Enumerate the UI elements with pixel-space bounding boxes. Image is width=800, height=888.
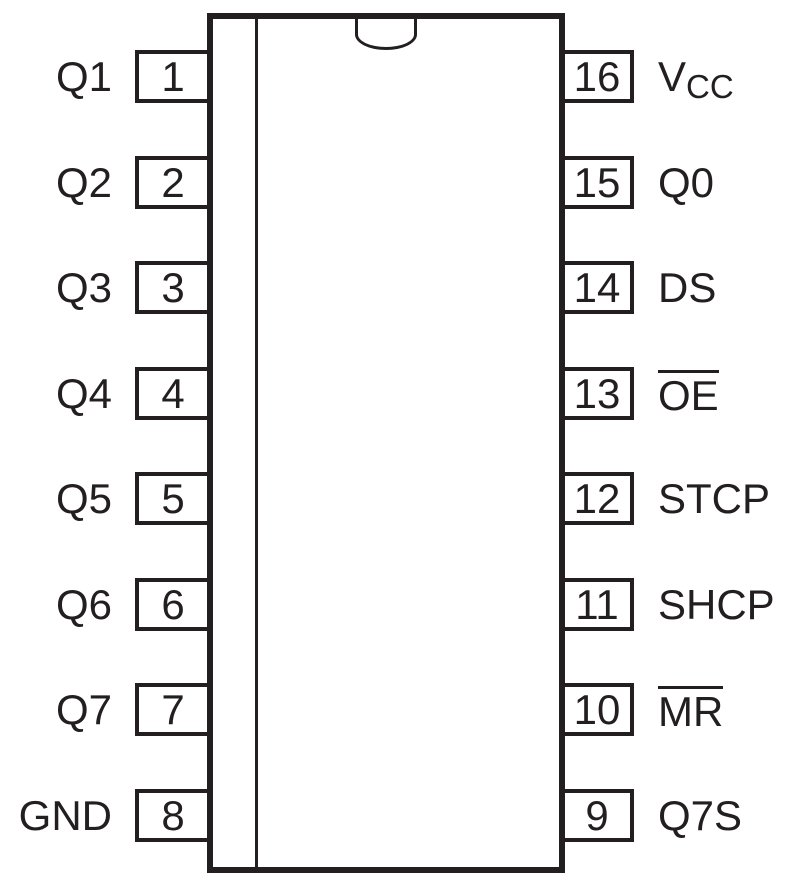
pin-row: 15 Q0 <box>0 156 800 209</box>
pin-label-text: Q4 <box>55 369 112 417</box>
pin-number: 14 <box>573 263 621 311</box>
pin-label-text: V <box>658 52 687 100</box>
pin-number: 11 <box>575 580 619 628</box>
pin-row: 9 Q7S <box>0 789 800 842</box>
pin-label: Q7 <box>0 683 112 736</box>
pin-number-box: 6 <box>135 578 211 631</box>
pin-row: Q2 2 <box>0 156 800 209</box>
pin-number-box: 15 <box>560 156 634 209</box>
pin-number-box: 8 <box>135 789 211 842</box>
pin-row: Q5 5 <box>0 472 800 525</box>
pin-number-box: 9 <box>560 789 634 842</box>
pin-label: SHCP <box>658 578 775 631</box>
pin-label-text: OE <box>658 369 719 419</box>
pin-label-text: Q7 <box>55 685 112 733</box>
pin-number-box: 16 <box>560 50 634 103</box>
pin-number: 12 <box>573 474 621 522</box>
pin-label: Q2 <box>0 156 112 209</box>
ic-package-body <box>207 13 565 873</box>
pin-label-text: Q2 <box>55 158 112 206</box>
pin-number-box: 3 <box>135 261 211 314</box>
pin-number: 7 <box>161 685 185 733</box>
pin-label-text: MR <box>658 685 724 735</box>
pin-number-box: 4 <box>135 367 211 420</box>
pin-label-subscript: CC <box>686 68 734 105</box>
pin-label: MR <box>658 683 724 736</box>
pin-number-box: 2 <box>135 156 211 209</box>
pin-row: 13 OE <box>0 367 800 420</box>
pin-number: 4 <box>161 369 185 417</box>
pin-label-text: GND <box>18 791 112 839</box>
pin-number-box: 7 <box>135 683 211 736</box>
pin-number-box: 5 <box>135 472 211 525</box>
pin-number: 15 <box>573 158 621 206</box>
pin-label: STCP <box>658 472 770 525</box>
pin-number-box: 13 <box>560 367 634 420</box>
pin-label-text: DS <box>658 263 717 311</box>
pin-number-box: 11 <box>560 578 634 631</box>
pin-number: 2 <box>161 158 185 206</box>
pin-number: 16 <box>573 52 621 100</box>
pin-label: Q0 <box>658 156 714 209</box>
pin-row: 11 SHCP <box>0 578 800 631</box>
ic-package-inner-edge-line <box>255 19 258 867</box>
pin-label: Q7S <box>658 789 742 842</box>
pin-number: 13 <box>573 369 621 417</box>
pin-label: Q3 <box>0 261 112 314</box>
pin-number-box: 10 <box>560 683 634 736</box>
pin-label-text: Q1 <box>55 52 112 100</box>
pin-row: GND 8 <box>0 789 800 842</box>
pin-row: Q1 1 <box>0 50 800 103</box>
pin-row: 12 STCP <box>0 472 800 525</box>
pin-label-text: Q3 <box>55 263 112 311</box>
pin-row: 10 MR <box>0 683 800 736</box>
pin-number-box: 12 <box>560 472 634 525</box>
pin-number: 9 <box>585 791 609 839</box>
pin-number: 6 <box>161 580 185 628</box>
pin1-orientation-notch-icon <box>355 19 417 50</box>
pin-label: DS <box>658 261 716 314</box>
pin-label-text: Q5 <box>55 474 112 522</box>
pin-label: Q1 <box>0 50 112 103</box>
pin-row: 14 DS <box>0 261 800 314</box>
pin-number: 5 <box>161 474 185 522</box>
pin-row: Q6 6 <box>0 578 800 631</box>
pin-label-text: Q6 <box>55 580 112 628</box>
pin-label: GND <box>0 789 112 842</box>
pin-label-text: Q7S <box>658 791 743 839</box>
pin-label: Q5 <box>0 472 112 525</box>
pin-number: 3 <box>161 263 185 311</box>
pin-number-box: 14 <box>560 261 634 314</box>
pin-number: 10 <box>573 685 621 733</box>
pin-label: Q6 <box>0 578 112 631</box>
pin-number: 8 <box>161 791 185 839</box>
pin-label-text: SHCP <box>658 580 775 628</box>
pin-label-text: Q0 <box>658 158 715 206</box>
pin-number-box: 1 <box>135 50 211 103</box>
pin-number: 1 <box>161 52 185 100</box>
pin-label: OE <box>658 367 719 420</box>
pin-label: Q4 <box>0 367 112 420</box>
pin-label-text: STCP <box>658 474 771 522</box>
